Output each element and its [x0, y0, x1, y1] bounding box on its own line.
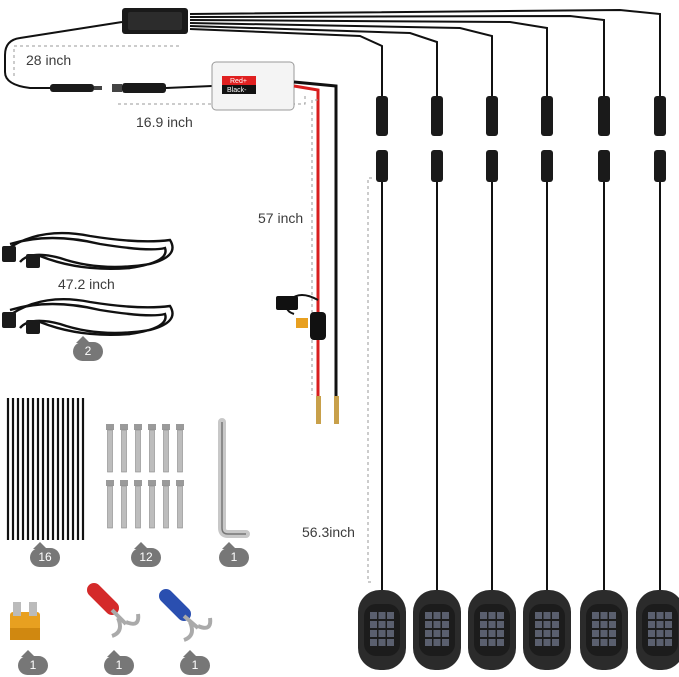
qty-badge-blue-terminal: 1 [180, 650, 210, 675]
screw [148, 480, 156, 529]
rock-light-pod [636, 590, 679, 670]
black-power-wire [293, 80, 338, 424]
dim-169-bracket [118, 94, 306, 105]
dim-pod-lead: 56.3inch [302, 524, 355, 540]
screw [120, 480, 128, 529]
qty-badge-extension-cables: 2 [73, 336, 103, 361]
qty-badge-cable-ties: 16 [30, 542, 60, 567]
blade-fuse [10, 602, 40, 640]
switch-red-label: Red+ [230, 78, 247, 85]
screw [176, 424, 184, 473]
qty-badge-hex-key: 1 [219, 542, 249, 567]
red-spade-terminal [87, 583, 141, 638]
screw [120, 424, 128, 473]
screw [162, 424, 170, 473]
dim-power-lead: 57 inch [258, 210, 304, 226]
fuse-holder [310, 312, 326, 340]
blue-spade-terminal [159, 589, 213, 642]
screw [134, 424, 142, 473]
screw [106, 424, 114, 473]
screw [134, 480, 142, 529]
rock-light-pod [580, 590, 628, 670]
inline-fuse [296, 318, 308, 328]
controller-cable [4, 21, 123, 89]
pod-leads [376, 96, 666, 592]
dim-extension-cables: 47.2 inch [58, 276, 115, 292]
hex-key [218, 418, 250, 538]
controller-plug [50, 84, 94, 92]
fuse-cap [276, 296, 298, 310]
extension-cable-coil-2 [5, 298, 174, 336]
switch-black-label: Black- [227, 87, 247, 94]
dim-563-bracket [367, 177, 372, 583]
rock-light-pod [413, 590, 461, 670]
dim-57-bracket [311, 99, 318, 395]
dim-extension-lead: 16.9 inch [136, 114, 193, 130]
qty-badge-screws: 12 [131, 542, 161, 567]
rock-light-pod [523, 590, 571, 670]
rock-light-pod [468, 590, 516, 670]
screw [176, 480, 184, 529]
rock-light-pod [358, 590, 406, 670]
dim-controller-cable: 28 inch [26, 52, 72, 68]
screw [148, 424, 156, 473]
red-power-wire [293, 84, 320, 424]
splitter-harness [189, 8, 661, 100]
extension-cable-coil-1 [5, 231, 174, 270]
screw [106, 480, 114, 529]
rock-light-pods [358, 590, 679, 670]
qty-badge-red-terminal: 1 [104, 650, 134, 675]
qty-badge-fuse: 1 [18, 650, 48, 675]
screw-set [106, 424, 184, 529]
dim-28-bracket [13, 45, 180, 76]
cable-ties [6, 398, 85, 540]
screw [162, 480, 170, 529]
extension-plug [122, 83, 166, 93]
